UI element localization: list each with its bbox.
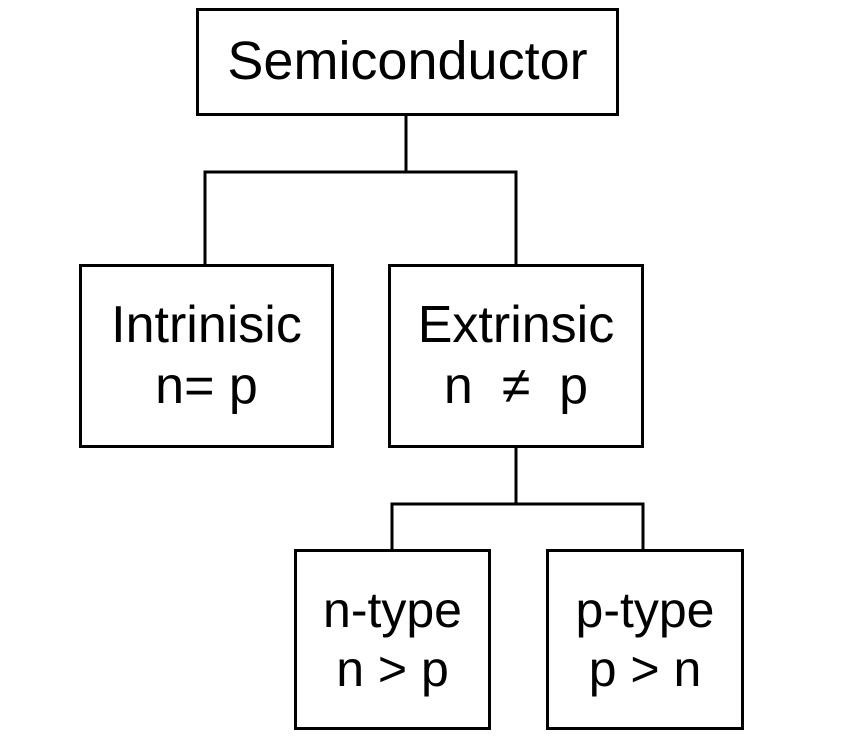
p-type-label: p-type — [575, 581, 715, 638]
semiconductor-node: Semiconductor — [196, 8, 619, 116]
extrinsic-relation: n ≠ p — [443, 357, 589, 415]
n-type-label: n-type — [323, 581, 462, 638]
intrinsic-label: Intrinisic — [111, 295, 302, 354]
extrinsic-node: Extrinsic n ≠ p — [388, 264, 644, 448]
n-type-relation: n > p — [336, 640, 449, 697]
intrinsic-relation: n= p — [155, 357, 258, 415]
n-type-node: n-type n > p — [294, 549, 491, 730]
semiconductor-label: Semiconductor — [227, 31, 588, 92]
p-type-node: p-type p > n — [546, 549, 744, 730]
extrinsic-label: Extrinsic — [417, 295, 615, 354]
p-type-relation: p > n — [588, 640, 702, 697]
intrinsic-node: Intrinisic n= p — [79, 264, 334, 448]
